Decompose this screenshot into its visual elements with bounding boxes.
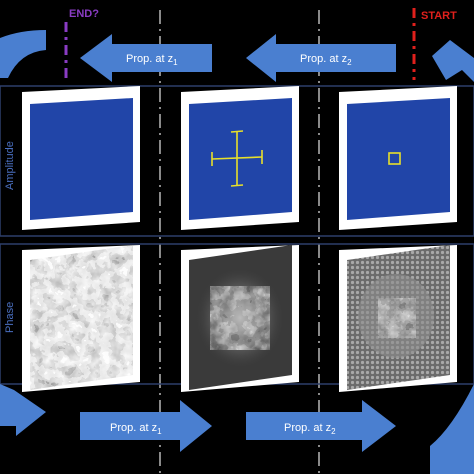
top-right-curve-arrow-head bbox=[432, 40, 474, 82]
svg-text:Prop. at z1: Prop. at z1 bbox=[110, 422, 162, 436]
amplitude-panel-2 bbox=[181, 86, 299, 230]
bottom-left-curve-arrow bbox=[0, 384, 46, 436]
top-arrow-prop-z2: Prop. at z2 bbox=[246, 34, 396, 82]
svg-text:Prop. at z2: Prop. at z2 bbox=[284, 422, 336, 436]
amplitude-row-frame bbox=[0, 85, 474, 237]
top-arrow-z2-label: Prop. at z bbox=[300, 53, 347, 65]
phase-panel-3 bbox=[339, 245, 457, 392]
start-marker-label: START bbox=[421, 10, 457, 22]
end-marker-label: END? bbox=[69, 8, 99, 20]
top-arrow-z1-label: Prop. at z bbox=[126, 53, 173, 65]
top-arrow-z2-sub: 2 bbox=[347, 58, 352, 67]
svg-text:Prop. at z1: Prop. at z1 bbox=[126, 53, 178, 67]
top-arrow-prop-z1: Prop. at z1 bbox=[80, 34, 212, 82]
bottom-arrow-z2-sub: 2 bbox=[331, 427, 336, 436]
bottom-right-curve-arrow bbox=[430, 384, 474, 474]
amplitude-panel-1 bbox=[22, 86, 140, 230]
top-left-curve-arrow bbox=[0, 30, 46, 78]
cross-mark bbox=[211, 130, 263, 187]
square-mark bbox=[388, 152, 401, 165]
amplitude-row-label: Amplitude bbox=[4, 141, 16, 190]
bottom-arrow-z1-label: Prop. at z bbox=[110, 422, 157, 434]
bottom-arrow-prop-z1: Prop. at z1 bbox=[80, 400, 212, 452]
top-arrow-z1-sub: 1 bbox=[173, 58, 178, 67]
bottom-arrow-z2-label: Prop. at z bbox=[284, 422, 331, 434]
svg-text:Prop. at z2: Prop. at z2 bbox=[300, 53, 352, 67]
bottom-arrow-z1-sub: 1 bbox=[157, 427, 162, 436]
phase-panel-1 bbox=[22, 245, 140, 392]
bottom-arrow-prop-z2: Prop. at z2 bbox=[246, 400, 396, 452]
amplitude-panel-3 bbox=[339, 86, 457, 230]
phase-panel-2 bbox=[181, 245, 299, 392]
phase-row-label: Phase bbox=[4, 302, 16, 333]
